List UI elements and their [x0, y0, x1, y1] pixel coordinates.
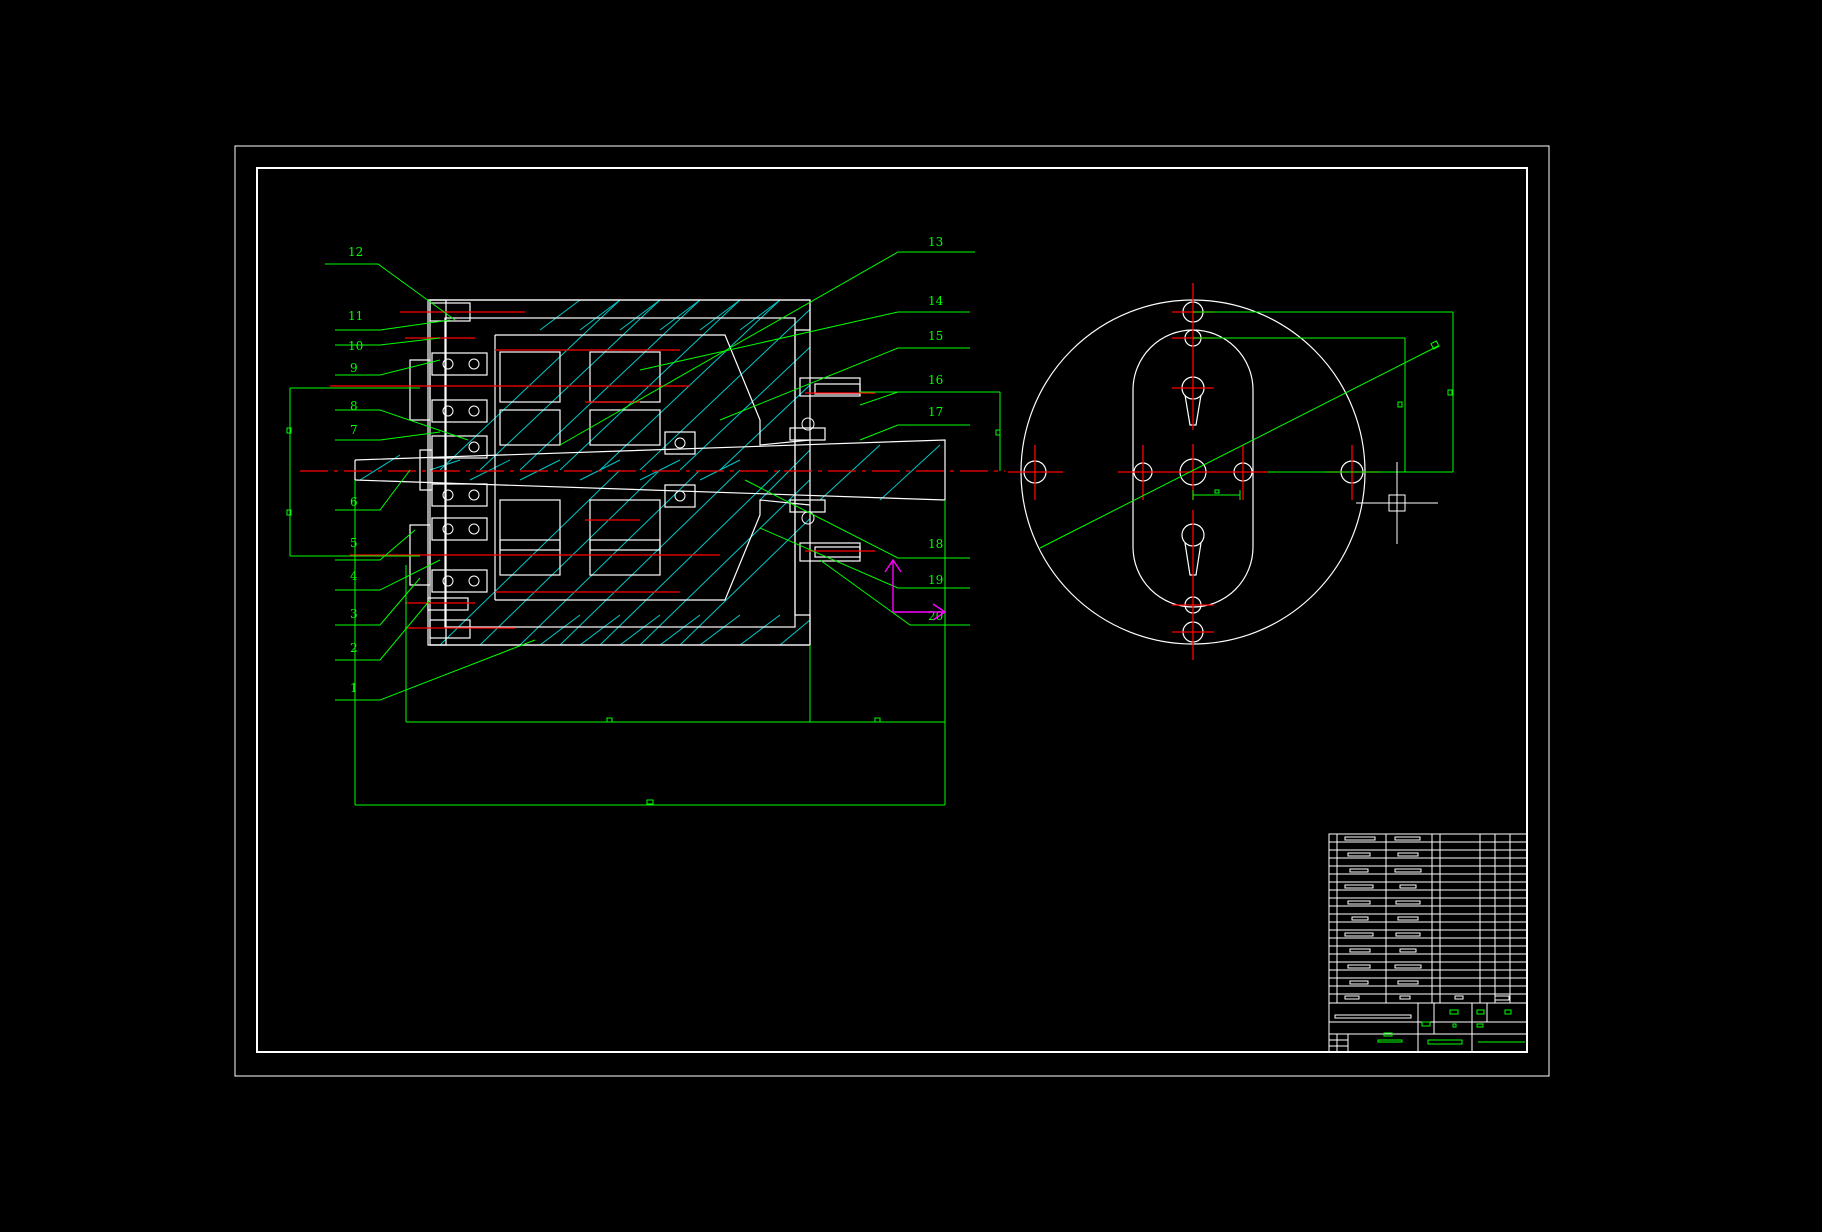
- callout-8: 8: [350, 399, 358, 413]
- callout-15: 15: [928, 329, 943, 343]
- callout-20: 20: [928, 609, 943, 623]
- callout-19: 19: [928, 573, 943, 587]
- title-area-green: [1377, 1009, 1525, 1045]
- ucs-icon: [884, 558, 947, 621]
- section-outline: [354, 299, 946, 646]
- callout-13: 13: [928, 235, 943, 249]
- callout-2: 2: [350, 641, 358, 655]
- callout-1: 1: [350, 681, 358, 695]
- callout-4: 4: [350, 569, 358, 583]
- callout-11: 11: [348, 309, 363, 323]
- callout-9: 9: [350, 361, 358, 375]
- callout-7: 7: [350, 423, 358, 437]
- callout-12: 12: [348, 245, 363, 259]
- crosshair-cursor-icon: [1356, 462, 1438, 544]
- callout-6: 6: [350, 495, 358, 509]
- bearing-balls: [442, 358, 815, 587]
- callout-10: 10: [348, 339, 363, 353]
- callout-14: 14: [928, 294, 944, 308]
- callout-3: 3: [350, 607, 358, 621]
- section-hatching: [359, 299, 941, 646]
- leader-lines: [325, 251, 975, 701]
- end-view[interactable]: [1008, 283, 1454, 660]
- section-view[interactable]: 12 11 10 9 8 7 6 5 4 3 2 1 13 14 15 16 1…: [286, 235, 1005, 806]
- title-block[interactable]: [1328, 833, 1528, 1053]
- dimension-lines: [286, 387, 1001, 806]
- title-area: [1329, 995, 1527, 1052]
- pitch-lines: [330, 311, 875, 629]
- callout-18: 18: [928, 537, 943, 551]
- sheet-border: [234, 145, 1550, 1077]
- parts-list: [1329, 834, 1527, 1004]
- callout-17: 17: [928, 405, 943, 419]
- callout-5: 5: [350, 536, 358, 550]
- callout-16: 16: [928, 373, 943, 387]
